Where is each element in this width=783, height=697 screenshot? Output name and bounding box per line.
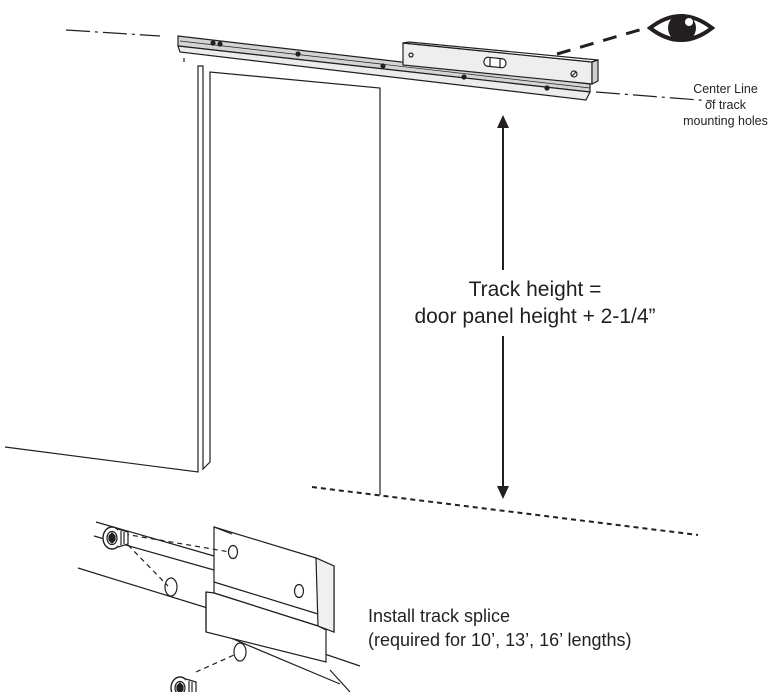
level-icon [402,41,599,85]
screw-icon [170,676,197,697]
sight-line [556,26,647,56]
eye-icon [646,14,716,42]
centerline [65,29,713,102]
track-height-arrow [497,115,509,499]
splice-label-line1: Install track splice [368,606,511,626]
track-height-line2: door panel height + 2-1/4” [414,305,656,328]
centerline-label: Center Line of track mounting holes [668,81,783,129]
centerline-label-line2: of track [705,98,746,112]
track-height-line1: Track height = [468,278,602,301]
centerline-label-line3: mounting holes [683,114,768,128]
track-height-label: Track height = door panel height + 2-1/4… [370,276,700,330]
wall-opening [4,58,381,495]
lower-track-section [164,577,327,663]
splice-label: Install track splice (required for 10’, … [368,604,768,652]
screw-icon [102,526,129,550]
centerline-label-line1: Center Line [693,82,758,96]
splice-label-line2: (required for 10’, 13’, 16’ lengths) [368,630,632,650]
screw-paths [123,533,235,673]
floor-line [311,486,699,536]
track-mounting-holes [210,40,550,91]
